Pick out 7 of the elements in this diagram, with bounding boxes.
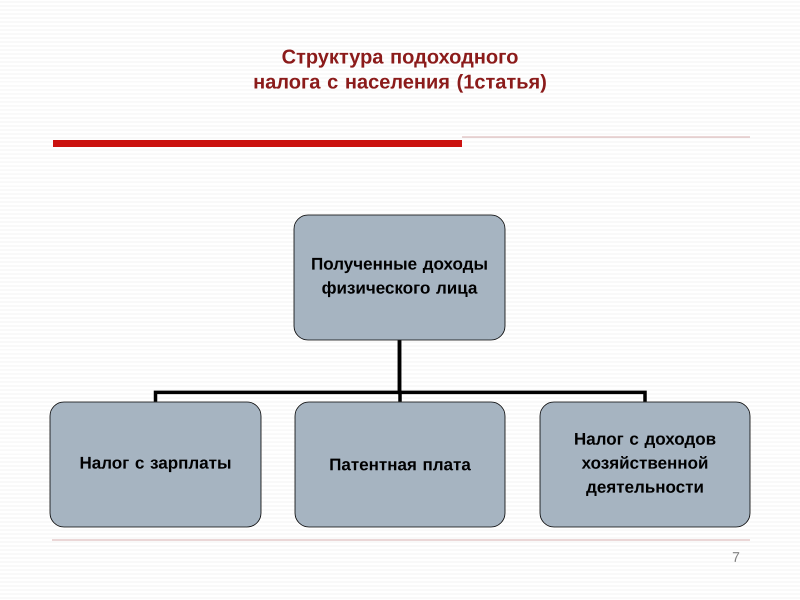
org-box: Патентная плата	[294, 402, 506, 528]
title: Структура подоходного налога с населения (1статья)	[254, 50, 546, 93]
org-box: Полученные доходы физического лица	[294, 214, 506, 340]
tree-connector	[398, 340, 647, 402]
org-box: Налог с доходов хозяйственной деятельности	[540, 402, 750, 528]
org-box: Налог с зарплаты	[50, 402, 262, 528]
slide-number: 7	[732, 552, 740, 562]
